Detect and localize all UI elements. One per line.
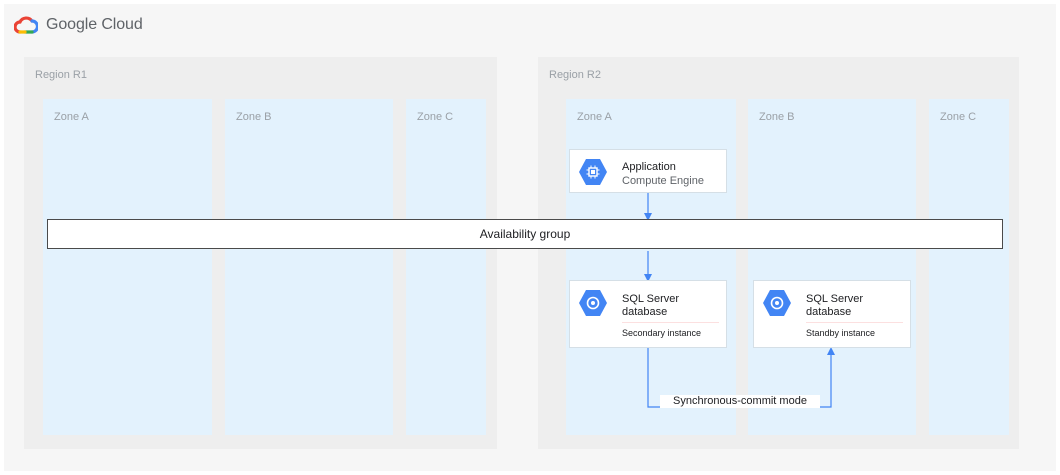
region-r1-zone-c: Zone C bbox=[406, 99, 486, 435]
secondary-title-line2: database bbox=[622, 306, 668, 318]
card-divider bbox=[806, 322, 903, 323]
zone-label: Zone C bbox=[417, 111, 454, 123]
zone-label: Zone A bbox=[54, 111, 89, 123]
secondary-title-line1: SQL Server bbox=[622, 293, 680, 305]
zone-label: Zone B bbox=[236, 111, 272, 123]
standby-note: Standby instance bbox=[806, 328, 876, 338]
zone-label: Zone A bbox=[577, 111, 612, 123]
region-label: Region R1 bbox=[35, 69, 87, 81]
standby-title-line2: database bbox=[806, 306, 852, 318]
card-divider bbox=[622, 322, 719, 323]
application-node[interactable]: Application Compute Engine bbox=[569, 149, 727, 193]
sql-server-icon bbox=[763, 290, 791, 316]
zone-label: Zone C bbox=[940, 111, 977, 123]
brand-name: Google Cloud bbox=[46, 16, 143, 33]
region-r2-zone-c: Zone C bbox=[929, 99, 1009, 435]
compute-engine-icon bbox=[579, 159, 607, 185]
region-r2-zone-b: Zone B bbox=[748, 99, 916, 435]
application-subtitle: Compute Engine bbox=[622, 175, 704, 187]
google-cloud-logo: Google Cloud bbox=[14, 14, 143, 36]
standby-title-line1: SQL Server bbox=[806, 293, 864, 305]
application-title: Application bbox=[622, 161, 676, 173]
region-r1-zone-a: Zone A bbox=[43, 99, 212, 435]
availability-group-label: Availability group bbox=[479, 227, 571, 241]
sync-commit-label: Synchronous-commit mode bbox=[660, 395, 820, 408]
sql-server-standby-node[interactable]: SQL Server database Standby instance bbox=[753, 280, 911, 348]
secondary-note: Secondary instance bbox=[622, 328, 702, 338]
zone-label: Zone B bbox=[759, 111, 795, 123]
sql-server-icon bbox=[579, 290, 607, 316]
sql-server-secondary-node[interactable]: SQL Server database Secondary instance bbox=[569, 280, 727, 348]
availability-group: Availability group bbox=[47, 219, 1003, 249]
google-cloud-icon bbox=[14, 16, 38, 34]
region-r1-zone-b: Zone B bbox=[225, 99, 393, 435]
region-label: Region R2 bbox=[549, 69, 601, 81]
